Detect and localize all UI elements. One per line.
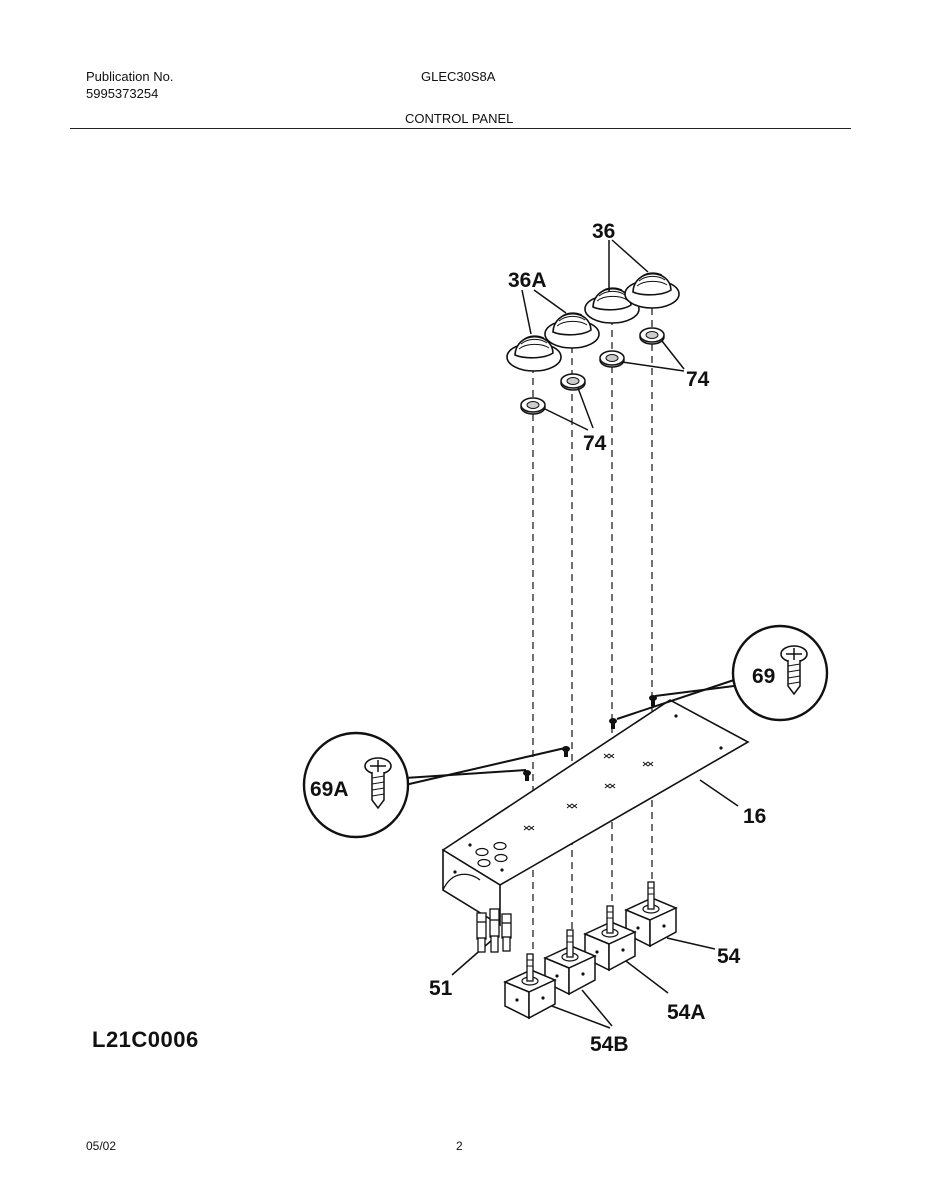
seal-74-2 bbox=[560, 373, 586, 391]
publication-number: 5995373254 bbox=[86, 86, 159, 101]
callout-54b: 54B bbox=[590, 1033, 629, 1056]
callout-74-left: 74 bbox=[583, 432, 607, 455]
section-title: CONTROL PANEL bbox=[405, 111, 514, 126]
screw-69a-detail bbox=[302, 731, 566, 839]
seal-74-3 bbox=[599, 350, 625, 368]
callout-51: 51 bbox=[429, 977, 453, 1000]
callout-74-right: 74 bbox=[686, 368, 710, 391]
callout-69a: 69A bbox=[310, 778, 349, 801]
callout-36: 36 bbox=[592, 220, 615, 243]
knob-36-right bbox=[624, 272, 680, 309]
seal-74-1 bbox=[520, 397, 546, 415]
callout-69: 69 bbox=[752, 665, 775, 688]
page-number: 2 bbox=[456, 1139, 463, 1153]
figure-code: L21C0006 bbox=[92, 1027, 199, 1052]
publication-label: Publication No. bbox=[86, 69, 174, 84]
callout-54: 54 bbox=[717, 945, 741, 968]
seal-74-4 bbox=[639, 327, 665, 345]
assembly-axis-lines bbox=[532, 296, 653, 990]
control-panel-16 bbox=[441, 699, 750, 927]
header-rule bbox=[70, 128, 851, 129]
footer-date: 05/02 bbox=[86, 1139, 117, 1153]
screw-69-detail bbox=[616, 624, 829, 722]
callout-36a: 36A bbox=[508, 269, 547, 292]
indicator-light-51 bbox=[476, 908, 512, 953]
leader-lines bbox=[451, 239, 739, 1029]
callout-54a: 54A bbox=[667, 1001, 706, 1024]
model-number: GLEC30S8A bbox=[421, 69, 496, 84]
callout-16: 16 bbox=[743, 805, 766, 828]
